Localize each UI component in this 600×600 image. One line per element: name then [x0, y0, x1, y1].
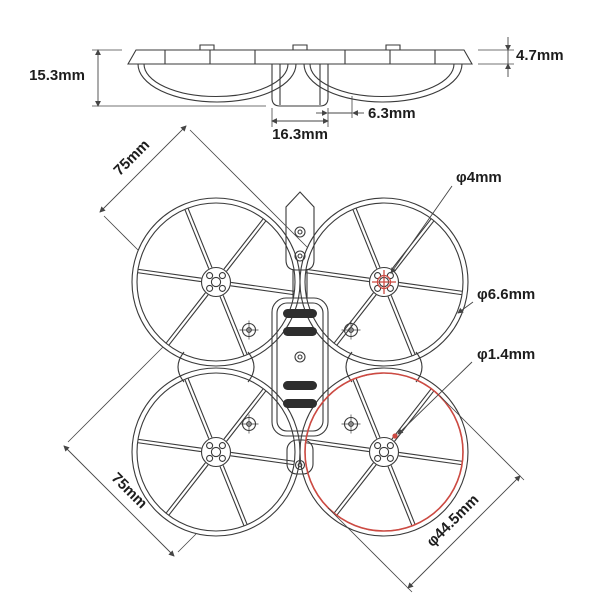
motor-hole-crosshair	[372, 270, 396, 294]
battery-tray	[271, 297, 329, 437]
frame-web	[415, 351, 423, 383]
leader-duct-rim	[457, 301, 474, 314]
frame-web	[345, 351, 353, 383]
side-top-tab	[199, 44, 215, 50]
dim-plate-thickness	[478, 37, 514, 77]
rear-pod	[286, 439, 314, 475]
side-duct-left-inner	[143, 63, 289, 98]
highlighted-duct-circle	[304, 372, 464, 532]
side-duct-right-outer	[303, 63, 463, 103]
label-wheelbase-top: 75mm	[110, 136, 153, 179]
side-duct-left-outer	[137, 63, 297, 103]
side-top-plate	[127, 49, 473, 65]
label-small-hole: φ1.4mm	[477, 346, 535, 363]
leader-small-hole	[397, 361, 473, 435]
dim-wheelbase-bottom	[63, 346, 197, 557]
dim-mount-width	[271, 108, 329, 127]
duct-bottom-right	[300, 368, 468, 536]
side-camera-mount	[271, 64, 329, 107]
label-mount-offset: 6.3mm	[368, 105, 416, 122]
label-duct-rim: φ6.6mm	[477, 286, 535, 303]
label-motor-hole: φ4mm	[456, 169, 502, 186]
side-view-dimensions	[92, 37, 514, 127]
frame-web	[177, 351, 185, 383]
highlights	[304, 270, 464, 532]
leader-motor-hole	[390, 185, 453, 274]
top-view-dimensions	[63, 125, 525, 593]
label-wheelbase-bottom: 75mm	[108, 469, 151, 512]
dim-overall-height	[92, 49, 266, 107]
top-view	[132, 191, 468, 536]
duct-top-left	[132, 198, 300, 366]
frame-web	[247, 351, 255, 383]
dim-duct-diameter	[327, 395, 525, 593]
label-mount-width: 16.3mm	[272, 126, 328, 143]
canopy-pod	[285, 191, 315, 271]
dim-mount-offset	[316, 96, 364, 118]
side-top-tab	[385, 44, 401, 50]
label-overall-height: 15.3mm	[29, 67, 85, 84]
small-hole-marker	[392, 433, 398, 439]
duct-bottom-left	[132, 368, 300, 536]
label-plate-thickness: 4.7mm	[516, 47, 564, 64]
dim-wheelbase-top	[99, 125, 308, 251]
side-view	[127, 44, 473, 107]
side-top-tab	[292, 44, 308, 50]
side-duct-right-inner	[309, 63, 455, 98]
battery-slots	[283, 309, 317, 408]
